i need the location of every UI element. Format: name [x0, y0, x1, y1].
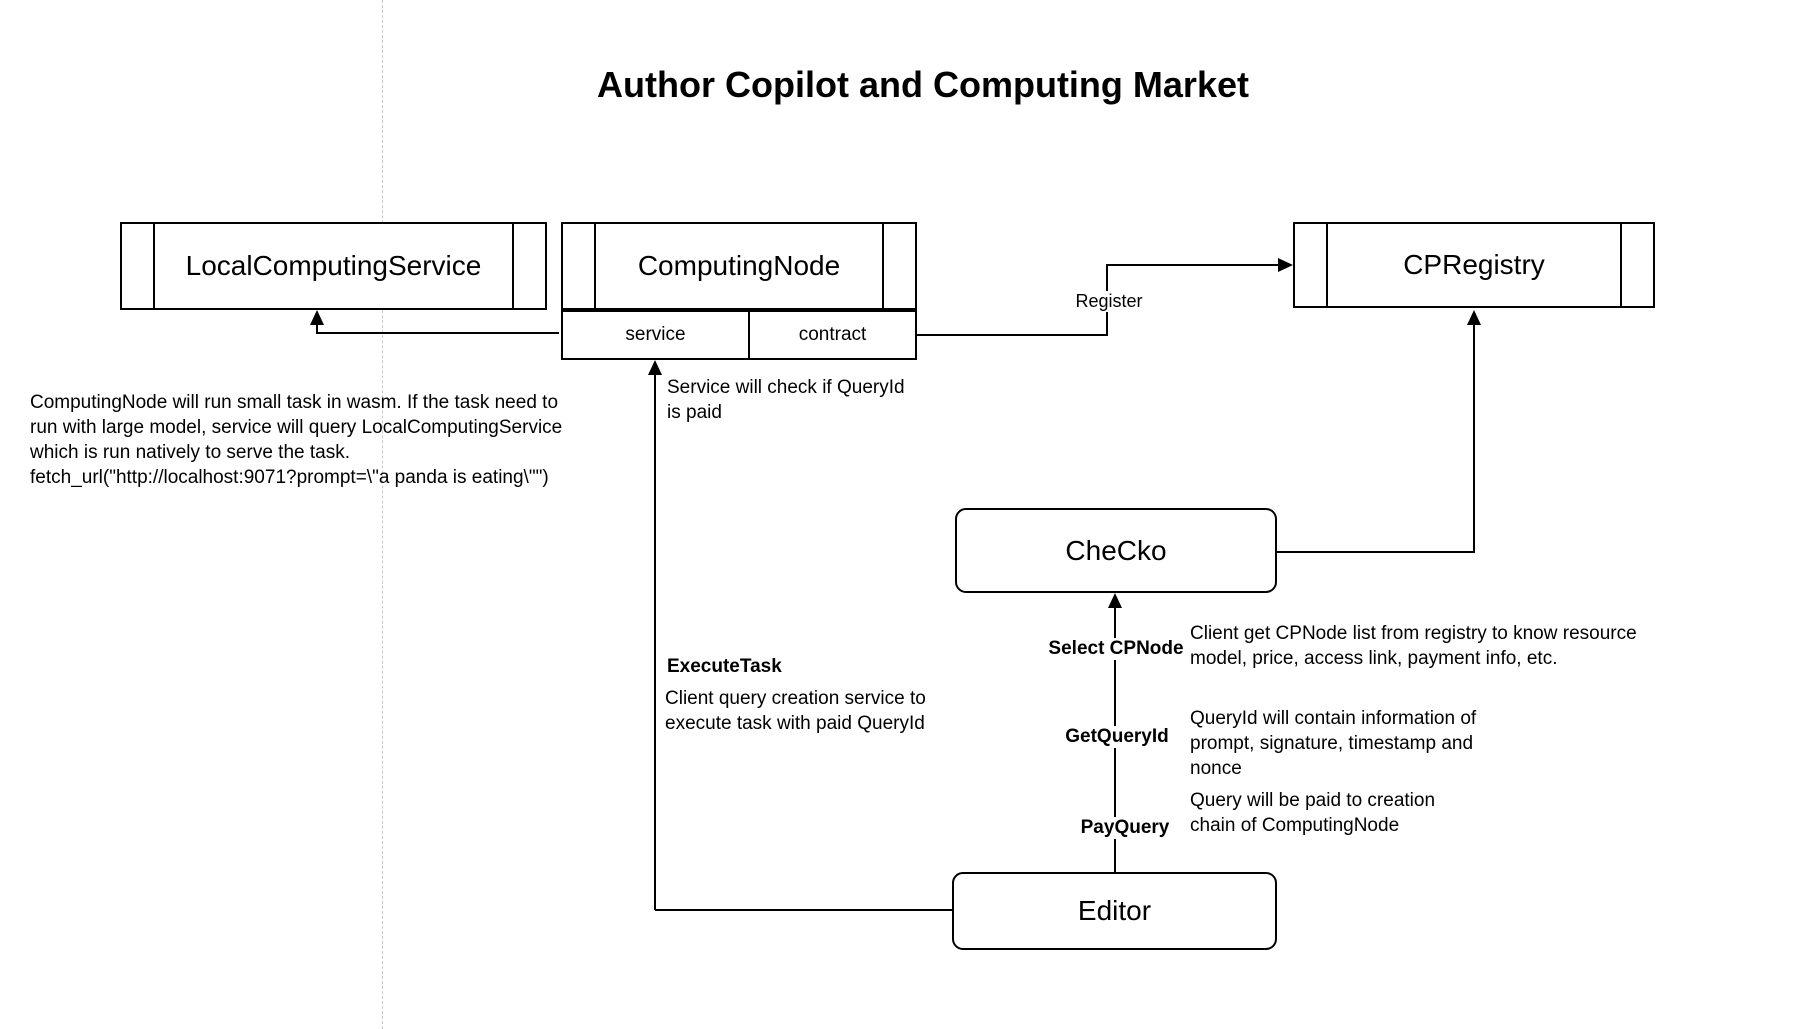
node-label: LocalComputingService	[185, 250, 482, 281]
edge-label-register: Register	[1072, 291, 1146, 312]
component-bar-left	[153, 224, 155, 308]
node-editor[interactable]: Editor	[952, 872, 1277, 950]
edge-execute-task-segment	[655, 909, 952, 911]
cell-contract-label: contract	[798, 324, 867, 345]
edge-label-select-cpnode: Select CPNode	[1045, 638, 1187, 660]
arrowhead-into-cpregistry-bottom	[1467, 310, 1481, 325]
node-label: CPRegistry	[1403, 249, 1545, 280]
arrowhead-into-checko	[1108, 593, 1122, 608]
node-local-computing-service[interactable]: LocalComputingService	[120, 222, 547, 310]
diagram-title: Author Copilot and Computing Market	[597, 64, 1249, 105]
edge-service-to-lcs-segment	[316, 323, 318, 334]
cell-service-label: service	[625, 324, 686, 345]
component-bar-right	[512, 224, 514, 308]
component-bar-right	[882, 224, 884, 308]
node-label: CheCko	[1065, 534, 1167, 566]
cell-service[interactable]: service	[563, 312, 750, 358]
edge-label-get-queryid: GetQueryId	[1062, 726, 1172, 748]
component-bar-right	[1620, 224, 1622, 306]
node-computing-node[interactable]: ComputingNode	[561, 222, 917, 310]
node-label: Editor	[1077, 895, 1152, 926]
arrowhead-into-service-cell	[648, 360, 662, 375]
note-service-check: Service will check if QueryId is paid	[667, 377, 905, 423]
node-cp-registry[interactable]: CPRegistry	[1293, 222, 1655, 308]
component-bar-left	[1326, 224, 1328, 306]
edge-label-pay-query: PayQuery	[1077, 817, 1173, 839]
edge-label-execute-task: ExecuteTask	[664, 656, 785, 678]
computing-node-sub-row: service contract	[561, 310, 917, 360]
edge-service-to-lcs-segment	[317, 332, 559, 334]
note-cpnode-list: Client get CPNode list from registry to …	[1190, 623, 1637, 669]
component-bar-left	[594, 224, 596, 308]
cell-contract[interactable]: contract	[750, 312, 915, 358]
note-wasm-behavior: ComputingNode will run small task in was…	[30, 392, 563, 488]
note-queryid-contents: QueryId will contain information of prom…	[1190, 708, 1477, 779]
node-label: ComputingNode	[637, 250, 841, 281]
edge-execute-task-segment	[654, 375, 656, 910]
edge-register-segment	[1106, 264, 1278, 266]
edge-checko-to-cpregistry-segment	[1473, 325, 1475, 552]
edge-register-segment	[917, 334, 1108, 336]
arrowhead-into-lcs	[310, 310, 324, 325]
page-boundary-divider	[382, 0, 383, 1029]
note-execute-task: Client query creation service to execute…	[665, 688, 926, 734]
node-checko[interactable]: CheCko	[955, 508, 1277, 593]
arrowhead-into-cpregistry-left	[1278, 258, 1293, 272]
edge-checko-to-cpregistry-segment	[1277, 551, 1475, 553]
note-payquery: Query will be paid to creation chain of …	[1190, 790, 1436, 836]
